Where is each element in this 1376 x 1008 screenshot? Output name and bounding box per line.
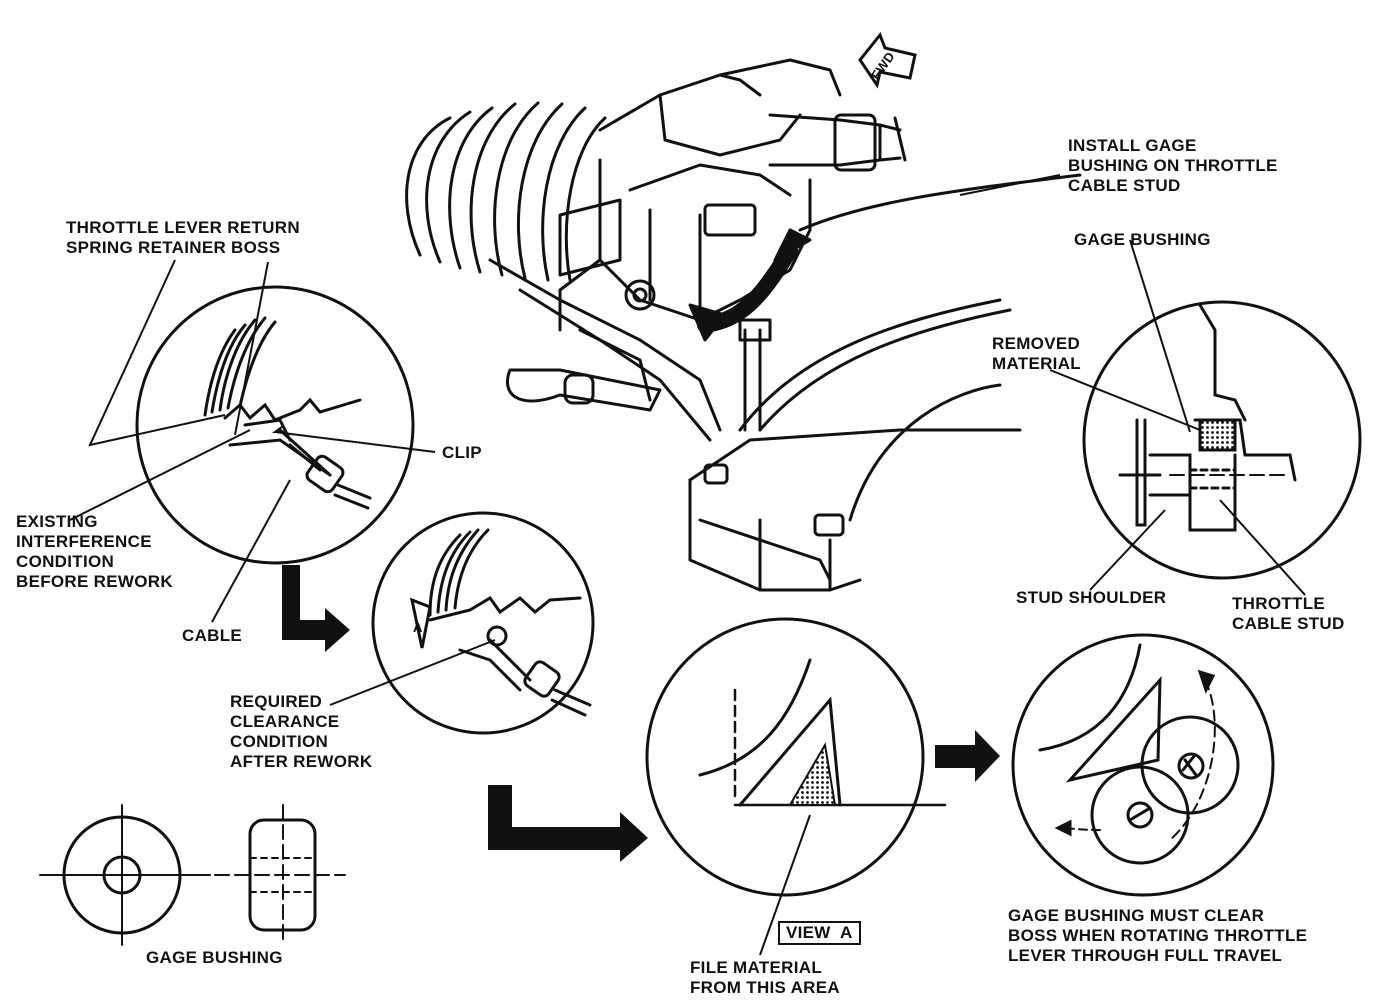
flow-arrow-view-a-to-rotation (935, 730, 1000, 782)
throttle-lever-boss-label: THROTTLE LEVER RETURN SPRING RETAINER BO… (66, 218, 300, 257)
gage-bushing-drawing (39, 804, 346, 946)
clip-label: CLIP (442, 443, 482, 462)
gage-bushing-bottom-label: GAGE BUSHING (146, 948, 283, 967)
view-a-label: VIEW A (778, 921, 861, 945)
detail-circle-before (135, 285, 415, 565)
detail-rotation-clearance (1011, 633, 1275, 897)
cable-label: CABLE (182, 626, 243, 645)
flow-arrows (282, 565, 1000, 862)
removed-material-label: REMOVED MATERIAL (992, 334, 1081, 373)
required-clearance-label: REQUIRED CLEARANCE CONDITION AFTER REWOR… (230, 692, 373, 771)
detail-circle-rotation (1011, 633, 1275, 897)
detail-circle-view-a (645, 617, 925, 897)
detail-before-rework (135, 285, 415, 565)
file-material-label: FILE MATERIAL FROM THIS AREA (690, 958, 840, 997)
detail-after-rework (371, 511, 595, 735)
detail-circle-gage-bushing (1082, 300, 1362, 580)
leader-lines (69, 174, 1306, 956)
gage-must-clear-label: GAGE BUSHING MUST CLEAR BOSS WHEN ROTATI… (1008, 906, 1308, 965)
flow-arrow-after-to-view-a (488, 785, 648, 862)
detail-circle-after (371, 511, 595, 735)
throttle-cable-stud-label: THROTTLE CABLE STUD (1232, 594, 1345, 633)
detail-view-a (645, 617, 947, 897)
detail-gage-bushing (1082, 300, 1362, 580)
stud-shoulder-label: STUD SHOULDER (1016, 588, 1167, 607)
flow-arrow-before-to-after (282, 565, 350, 652)
view-a-marker: A (413, 620, 423, 635)
gage-bushing-top-label: GAGE BUSHING (1074, 230, 1211, 249)
existing-interference-label: EXISTING INTERFERENCE CONDITION BEFORE R… (16, 512, 173, 591)
install-gage-label: INSTALL GAGE BUSHING ON THROTTLE CABLE S… (1068, 136, 1278, 195)
throttle-body-illustration (405, 58, 1082, 592)
fwd-arrow (858, 32, 917, 89)
